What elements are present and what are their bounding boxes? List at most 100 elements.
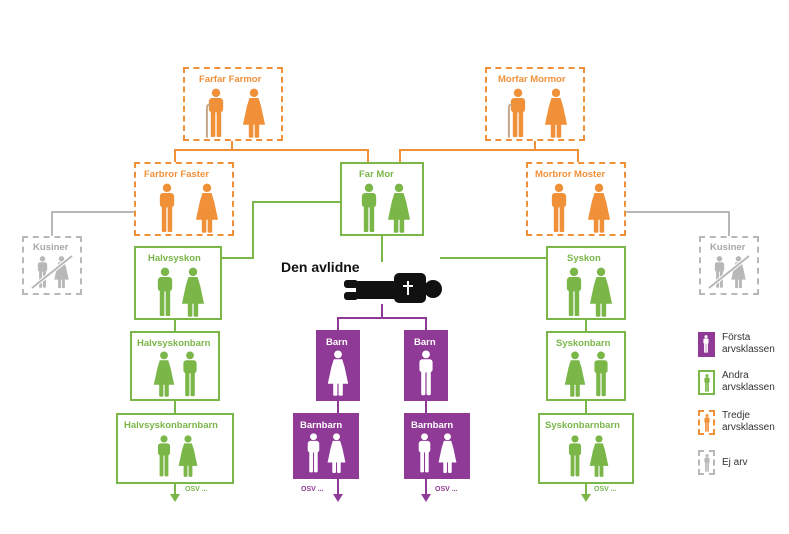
line-parents-to-halvsyskon	[222, 201, 340, 259]
arrow-halvsyskon	[170, 494, 180, 502]
box-halvsyskon: Halvsyskon	[134, 246, 222, 320]
box-barnbarn-left: Barnbarn	[293, 413, 359, 479]
box-syskonbarn: Syskonbarn	[546, 331, 626, 401]
son-icon	[414, 350, 438, 396]
niece-icon	[563, 351, 587, 397]
half-nephew-icon	[178, 351, 202, 397]
arrow-barnbarn-left	[333, 494, 343, 502]
box-morfar-mormor: Morfar Mormor	[485, 67, 585, 141]
legend-third-text: Tredje arvsklassen	[722, 410, 775, 434]
osv-label: OSV ...	[594, 486, 617, 493]
legend-line: Första	[722, 332, 751, 343]
line-morbror-to-kusiner	[626, 211, 730, 236]
box-label: Halvsyskonbarn	[137, 338, 211, 349]
legend-first-text: Första arvsklassen	[722, 332, 775, 356]
box-syskonbarnbarn: Syskonbarnbarn	[538, 413, 634, 484]
arrow-syskon	[581, 494, 591, 502]
strike-icon	[707, 254, 751, 290]
grandson-icon	[303, 433, 324, 473]
legend-none-swatch	[698, 450, 715, 475]
box-label: Halvsyskonbarnbarn	[124, 420, 218, 431]
half-sibling-female-icon	[180, 266, 206, 318]
grandfather-icon	[203, 87, 229, 139]
legend-first-swatch	[698, 332, 715, 357]
legend-second-text: Andra arvsklassen	[722, 370, 775, 394]
sibling-male-icon	[561, 266, 587, 318]
line-farfar-to-farbror	[174, 141, 233, 162]
half-sibling-male-icon	[152, 266, 178, 318]
line-deceased-to-barn	[337, 304, 383, 330]
daughter-icon	[326, 350, 350, 396]
box-barnbarn-right: Barnbarn	[404, 413, 470, 479]
legend-third-swatch	[698, 410, 715, 435]
sibling-female-icon	[588, 266, 614, 318]
legend-second-swatch	[698, 370, 715, 395]
box-label: Kusiner	[710, 242, 746, 253]
deceased-person-icon	[344, 273, 442, 303]
half-grandniece-icon	[177, 435, 199, 477]
legend-none-text: Ej arv	[722, 457, 748, 469]
line-farbror-to-kusiner	[51, 211, 134, 236]
legend-person-icon	[702, 374, 712, 392]
legend-person-icon	[702, 414, 712, 432]
mother-icon	[386, 182, 412, 234]
deceased-title: Den avlidne	[281, 259, 360, 275]
legend-line: Ej arv	[722, 457, 748, 468]
line-morfar-to-morbror	[534, 141, 579, 162]
box-kusiner-left: Kusiner	[22, 236, 82, 295]
box-halvsyskonbarnbarn: Halvsyskonbarnbarn	[116, 413, 234, 484]
granddaughter-icon	[437, 433, 458, 473]
line-deceased-to-barn-2	[382, 317, 427, 330]
box-label: Farfar Farmor	[199, 74, 262, 85]
osv-label: OSV ...	[301, 486, 324, 493]
box-farfar-farmor: Farfar Farmor	[183, 67, 283, 141]
grandmother-icon	[241, 87, 267, 139]
aunt-icon	[194, 182, 220, 234]
grandfather-icon	[505, 87, 531, 139]
osv-label: OSV ...	[185, 486, 208, 493]
nephew-icon	[589, 351, 613, 397]
legend-line: arvsklassen	[722, 382, 775, 393]
box-label: Morbror Moster	[535, 169, 606, 180]
box-label: Syskonbarnbarn	[545, 420, 620, 431]
box-label: Far Mor	[359, 169, 394, 180]
legend-line: Tredje	[722, 410, 750, 421]
half-grandnephew-icon	[153, 435, 175, 477]
grandnephew-icon	[564, 435, 586, 477]
legend-line: arvsklassen	[722, 422, 775, 433]
box-label: Barnbarn	[411, 420, 454, 431]
box-label: Barnbarn	[300, 420, 343, 431]
box-label: Halvsyskon	[148, 253, 201, 264]
box-label: Barn	[326, 337, 348, 348]
legend-person-icon	[702, 454, 712, 472]
box-halvsyskonbarn: Halvsyskonbarn	[130, 331, 220, 401]
father-icon	[356, 182, 382, 234]
half-niece-icon	[152, 351, 176, 397]
grandson-icon	[414, 433, 435, 473]
aunt-icon	[586, 182, 612, 234]
grandniece-icon	[588, 435, 610, 477]
box-barn-left: Barn	[316, 330, 360, 401]
legend-person-icon	[701, 335, 711, 353]
box-label: Barn	[414, 337, 436, 348]
box-label: Syskon	[567, 253, 601, 264]
strike-icon	[30, 254, 74, 290]
legend-line: Andra	[722, 370, 749, 381]
line-morfar-to-mor	[399, 149, 535, 162]
box-label: Kusiner	[33, 242, 69, 253]
line-farfar-to-far	[232, 149, 369, 162]
uncle-icon	[546, 182, 572, 234]
grandmother-icon	[543, 87, 569, 139]
box-label: Morfar Mormor	[498, 74, 566, 85]
box-label: Syskonbarn	[556, 338, 611, 349]
box-kusiner-right: Kusiner	[699, 236, 759, 295]
box-morbror-moster: Morbror Moster	[526, 162, 626, 236]
box-farbror-faster: Farbror Faster	[134, 162, 234, 236]
box-far-mor: Far Mor	[340, 162, 424, 236]
box-syskon: Syskon	[546, 246, 626, 320]
arrow-barnbarn-right	[421, 494, 431, 502]
osv-label: OSV ...	[435, 486, 458, 493]
box-barn-right: Barn	[404, 330, 448, 401]
